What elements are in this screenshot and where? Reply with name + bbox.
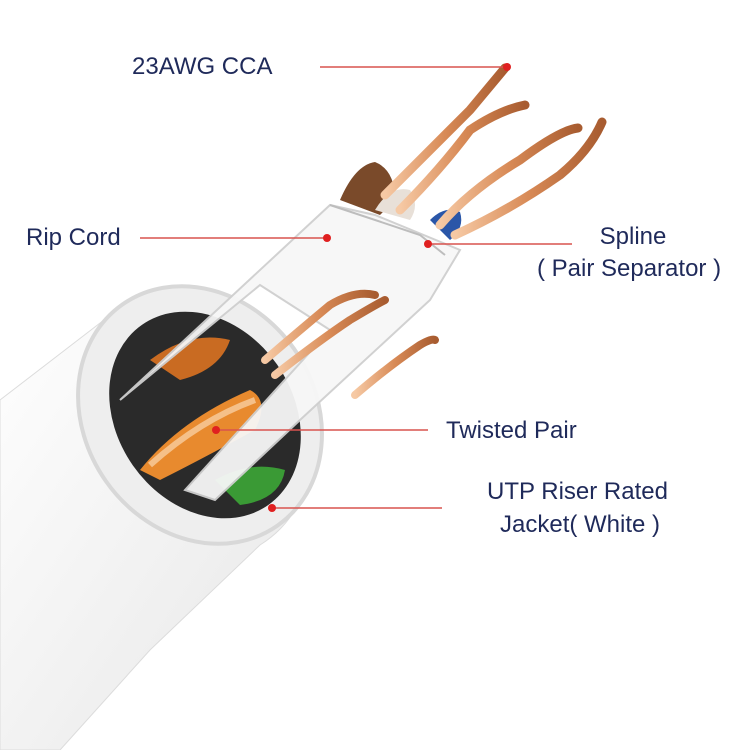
orange-twisted-pair-stripe [147,397,257,468]
copper-conductor [380,63,510,200]
copper-conductor [271,296,389,379]
copper-conductor [435,123,583,230]
label-twisted-pair: Twisted Pair [446,417,577,444]
leader-dot-spline [424,240,432,248]
spline-separator [119,203,462,502]
brown-white-pair-insulation [375,189,415,220]
leader-dot-conductor [503,63,511,71]
leader-dot-rip-cord [323,234,331,242]
label-spline-detail: ( Pair Separator ) [537,255,722,282]
leader-dot-jacket [268,504,276,512]
label-spline: Spline [599,223,667,250]
label-jacket-detail: Jacket( White ) [500,511,661,538]
copper-conductor [450,117,607,240]
copper-conductor [395,100,530,215]
label-jacket: UTP Riser Rated [487,478,668,505]
leader-dot-twisted-pair [212,426,220,434]
label-rip-cord: Rip Cord [26,224,121,251]
spline-edge [329,204,446,256]
copper-conductor [351,335,439,399]
orange-pair-upper [150,337,230,380]
copper-conductor [261,289,379,364]
label-conductor: 23AWG CCA [132,53,273,80]
